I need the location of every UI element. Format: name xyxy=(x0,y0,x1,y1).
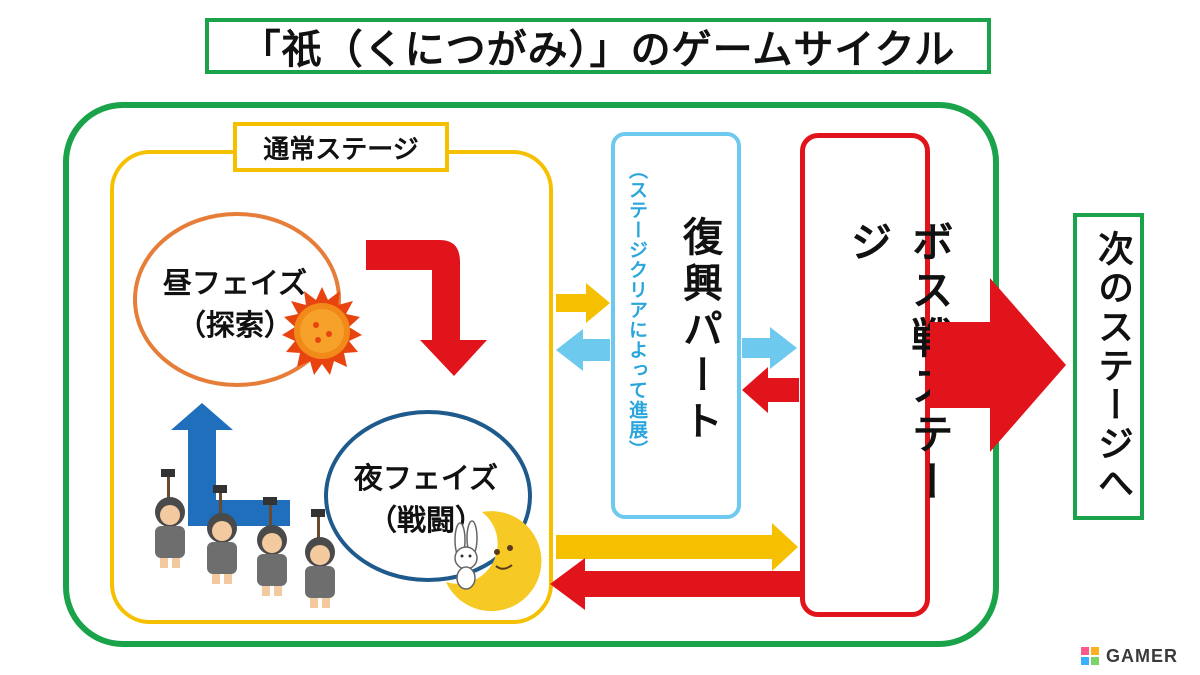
recovery-to-boss-arrow xyxy=(742,327,797,369)
day-phase-label: 昼フェイズ （探索） xyxy=(140,262,330,346)
diagram-title-text: 「祇（くにつがみ）」のゲームサイクル xyxy=(240,27,956,73)
gamer-logo-icon xyxy=(1081,647,1099,665)
boss-stage-box xyxy=(800,133,930,617)
normal-stage-label: 通常ステージ xyxy=(233,122,449,172)
day-phase-name: 昼フェイズ xyxy=(162,266,308,300)
day-phase-circle xyxy=(133,212,341,387)
boss-to-stage-arrow xyxy=(550,558,800,610)
sun-icon xyxy=(282,287,362,375)
normal-stage-label-text: 通常ステージ xyxy=(263,134,419,165)
night-to-day-arrow xyxy=(171,403,290,526)
night-phase-name: 夜フェイズ xyxy=(353,461,499,495)
recovery-part-note: （ステージクリアによって進展） xyxy=(626,160,648,460)
day-phase-sub: （探索） xyxy=(176,308,293,342)
boss-to-next-arrow xyxy=(930,278,1066,452)
next-stage-box xyxy=(1073,213,1144,520)
diagram-title: 「祇（くにつがみ）」のゲームサイクル xyxy=(205,18,991,74)
recovery-part-box xyxy=(611,132,741,519)
stage-to-boss-arrow xyxy=(556,523,798,571)
gamer-watermark: GAMER xyxy=(1080,644,1178,668)
night-phase-circle xyxy=(324,410,532,582)
rabbit-icon xyxy=(454,520,478,590)
day-to-night-arrow xyxy=(366,240,487,376)
boss-to-recovery-arrow xyxy=(742,367,799,413)
stage-to-recovery-arrow xyxy=(556,283,610,323)
gamer-watermark-text: GAMER xyxy=(1106,645,1178,666)
next-stage-label: 次のステージへ xyxy=(1092,230,1133,503)
recovery-part-label: 復興パート xyxy=(676,216,722,446)
villagers-illustration xyxy=(155,469,335,608)
recovery-to-stage-arrow xyxy=(556,329,610,371)
